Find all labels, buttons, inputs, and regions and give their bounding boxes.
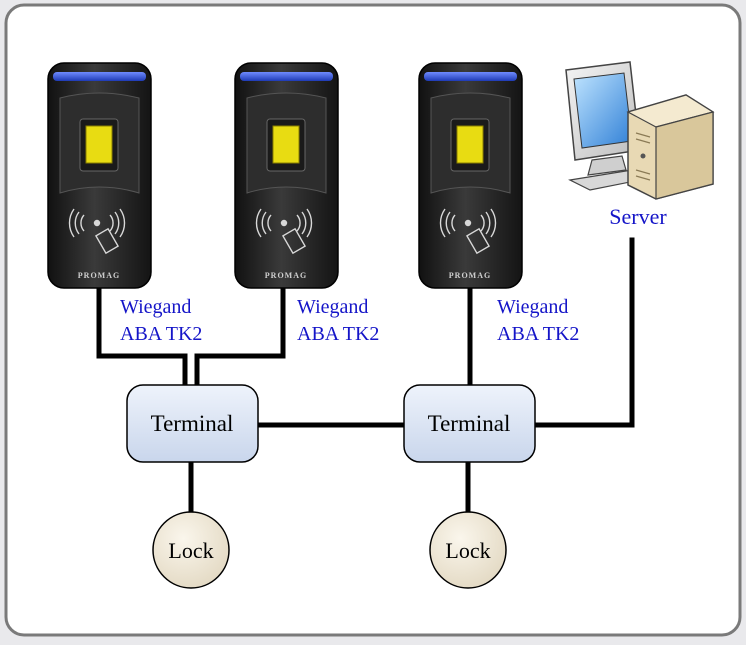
wiring bbox=[96, 237, 635, 518]
server-computer-icon bbox=[565, 61, 715, 200]
reader-1-interface-line1: Wiegand bbox=[120, 296, 191, 318]
card-reader-2: PROMAG bbox=[234, 62, 339, 289]
rfid-wave-icon bbox=[68, 208, 126, 255]
card-reader-1: PROMAG bbox=[47, 62, 152, 289]
lock-1: Lock bbox=[152, 511, 230, 589]
reader-1-interface-line2: ABA TK2 bbox=[120, 323, 202, 345]
status-led bbox=[424, 72, 517, 81]
wire-reader1-terminal1 bbox=[96, 282, 188, 388]
lock-2: Lock bbox=[429, 511, 507, 589]
wire-terminal2-server bbox=[532, 237, 635, 428]
lock-1-label: Lock bbox=[168, 538, 213, 563]
fingerprint-sensor-icon bbox=[85, 125, 113, 164]
reader-3-interface-line1: Wiegand bbox=[497, 296, 568, 318]
fingerprint-sensor-icon bbox=[456, 125, 484, 164]
terminal-2: Terminal bbox=[403, 384, 536, 463]
status-led bbox=[240, 72, 333, 81]
status-led bbox=[53, 72, 146, 81]
card-reader-3: PROMAG bbox=[418, 62, 523, 289]
lock-2-label: Lock bbox=[445, 538, 490, 563]
wire-reader2-terminal1 bbox=[194, 282, 286, 388]
reader-2-interface-line2: ABA TK2 bbox=[297, 323, 379, 345]
reader-2-interface-line1: Wiegand bbox=[297, 296, 368, 318]
server-label: Server bbox=[609, 204, 667, 229]
rfid-wave-icon bbox=[439, 208, 497, 255]
terminal-1: Terminal bbox=[126, 384, 259, 463]
terminal-2-label: Terminal bbox=[428, 411, 511, 436]
terminal-1-label: Terminal bbox=[151, 411, 234, 436]
reader-brand-label: PROMAG bbox=[449, 271, 491, 280]
fingerprint-sensor-icon bbox=[272, 125, 300, 164]
reader-3-interface-line2: ABA TK2 bbox=[497, 323, 579, 345]
reader-brand-label: PROMAG bbox=[78, 271, 120, 280]
rfid-wave-icon bbox=[255, 208, 313, 255]
reader-brand-label: PROMAG bbox=[265, 271, 307, 280]
